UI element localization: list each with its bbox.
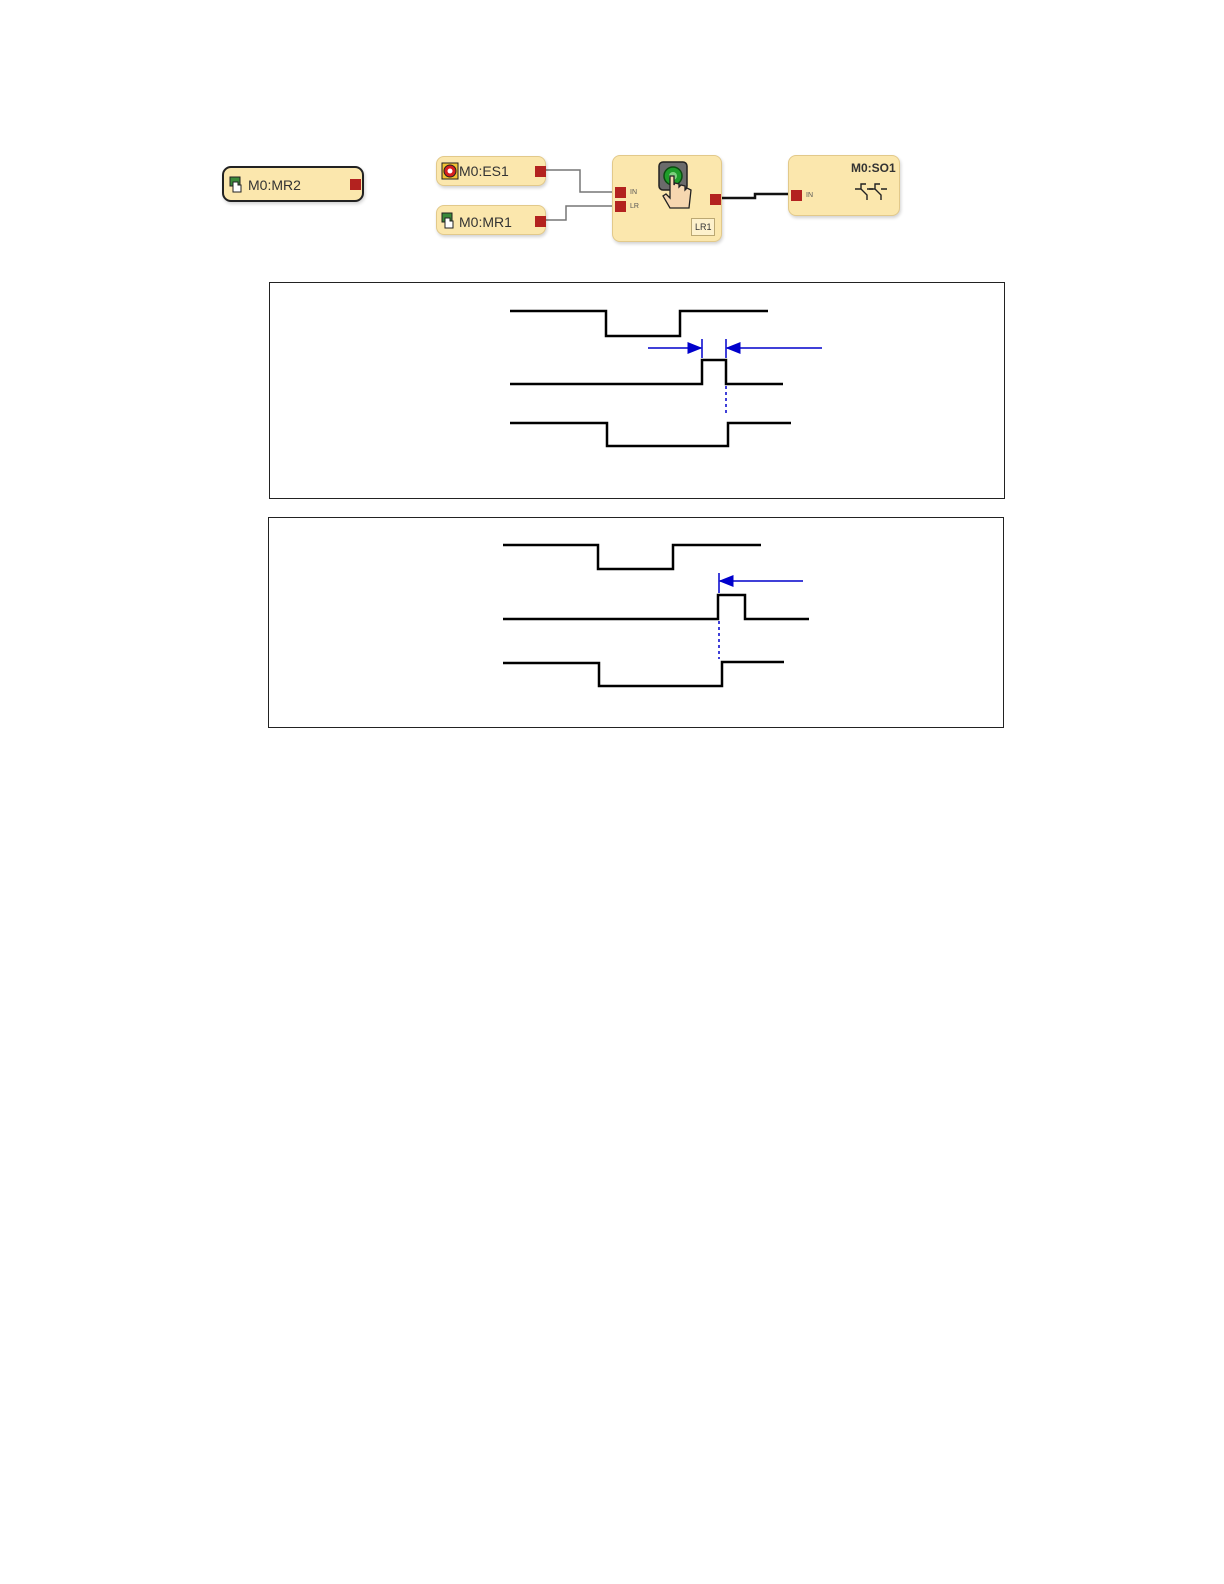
signal-trace-in — [503, 545, 761, 569]
signal-trace-lr — [503, 595, 809, 619]
signal-trace-out — [503, 662, 784, 686]
